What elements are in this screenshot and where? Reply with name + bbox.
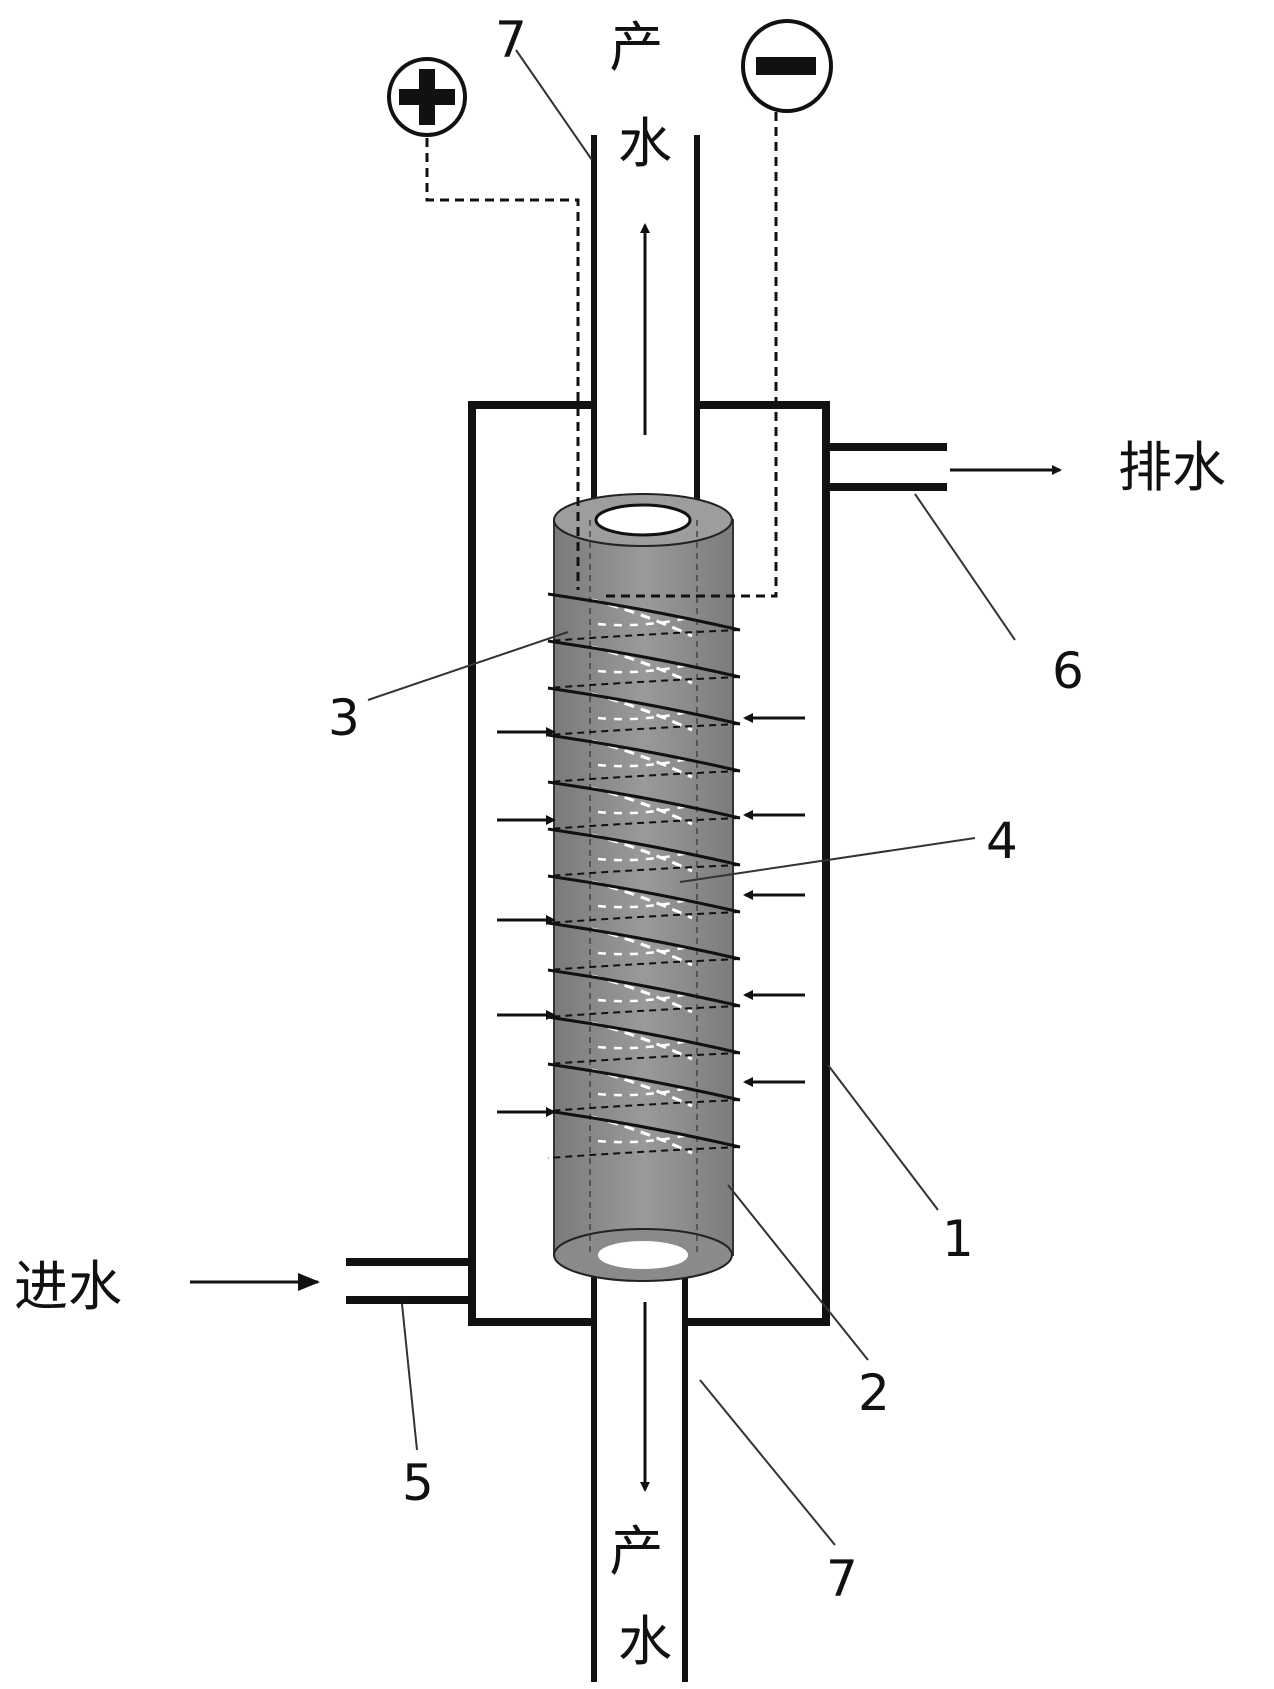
label-1: 1 (942, 1210, 974, 1268)
label-3: 3 (328, 689, 360, 747)
inlet-pipe (346, 1262, 472, 1300)
positive-terminal (389, 59, 465, 135)
product-water-top-label: 产 水 (609, 16, 680, 175)
tube-bottom-opening (599, 1242, 687, 1268)
label-6: 6 (1052, 642, 1084, 700)
membrane-tube (554, 494, 733, 1281)
product-water-bottom-label: 产 水 (609, 1520, 680, 1673)
label-5: 5 (402, 1454, 434, 1512)
label-7-bottom: 7 (826, 1550, 858, 1608)
label-2: 2 (858, 1364, 890, 1422)
tube-top-opening (596, 505, 690, 535)
drain-label: 排水 (1118, 436, 1226, 499)
label-4: 4 (986, 812, 1018, 870)
negative-terminal (743, 21, 831, 111)
inlet-label: 进水 (14, 1255, 122, 1318)
drain-pipe (826, 447, 947, 487)
label-7-top: 7 (495, 11, 527, 69)
